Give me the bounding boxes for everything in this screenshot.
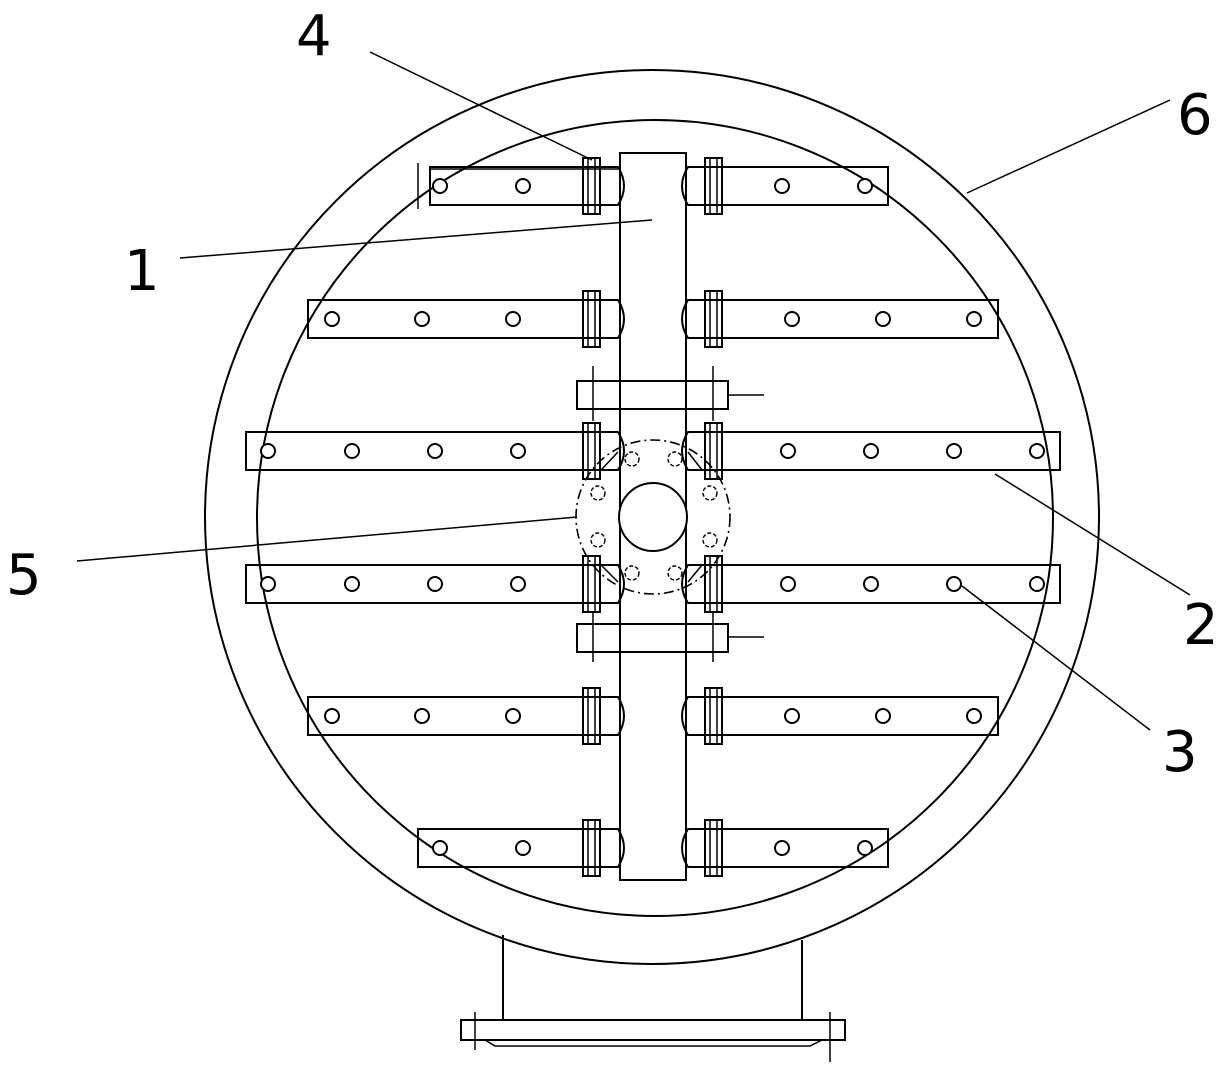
leader-1 — [179, 219, 653, 259]
clamp — [704, 687, 723, 745]
clamp — [582, 157, 601, 215]
left-arm — [245, 564, 625, 604]
left-arm — [245, 431, 625, 471]
mounting-hole — [432, 840, 448, 856]
mounting-hole — [260, 443, 276, 459]
label-3: 3 — [1162, 720, 1198, 785]
left-arm — [307, 696, 625, 736]
arm-row — [307, 290, 999, 348]
inner-ring-circle — [256, 119, 1054, 917]
right-arm — [681, 431, 1061, 471]
clamp — [704, 157, 723, 215]
mounting-hole — [875, 708, 891, 724]
label-1: 1 — [124, 239, 160, 304]
mounting-hole — [324, 708, 340, 724]
mounting-hole — [515, 840, 531, 856]
mounting-hole — [780, 443, 796, 459]
arm-row — [245, 422, 1061, 480]
right-arm — [681, 696, 999, 736]
left-arm — [307, 299, 625, 339]
mounting-hole — [966, 311, 982, 327]
clamp — [704, 290, 723, 348]
mounting-hole — [324, 311, 340, 327]
mounting-hole — [344, 443, 360, 459]
mounting-hole — [875, 311, 891, 327]
label-5: 5 — [6, 543, 42, 608]
label-4: 4 — [296, 4, 332, 69]
mounting-hole — [414, 311, 430, 327]
mounting-hole — [857, 178, 873, 194]
lower-cross-plate — [576, 612, 764, 662]
arm-row — [307, 687, 999, 745]
mounting-hole — [505, 311, 521, 327]
right-arm — [681, 299, 999, 339]
mounting-hole — [774, 178, 790, 194]
outer-housing-circle — [204, 69, 1100, 965]
clamp — [582, 555, 601, 613]
leader-6 — [966, 99, 1171, 194]
mounting-hole — [510, 576, 526, 592]
clamp — [704, 555, 723, 613]
leader-5 — [76, 516, 578, 562]
label-2: 2 — [1183, 593, 1219, 658]
mounting-hole — [510, 443, 526, 459]
leader-3 — [961, 585, 1151, 731]
mounting-hole — [432, 178, 448, 194]
leader-4 — [369, 51, 593, 161]
mounting-hole — [863, 443, 879, 459]
mounting-hole — [784, 311, 800, 327]
clamp — [582, 422, 601, 480]
mounting-hole — [427, 443, 443, 459]
mounting-hole — [344, 576, 360, 592]
mounting-hole — [857, 840, 873, 856]
mounting-hole — [780, 576, 796, 592]
mounting-hole — [774, 840, 790, 856]
mounting-hole — [1029, 576, 1045, 592]
mounting-hole — [784, 708, 800, 724]
arm-row — [245, 555, 1061, 613]
left-arm — [429, 166, 625, 206]
mounting-hole — [505, 708, 521, 724]
mounting-hole — [260, 576, 276, 592]
arm-row — [429, 157, 889, 215]
left-arm — [417, 828, 625, 868]
clamp — [704, 819, 723, 877]
clamp — [582, 290, 601, 348]
label-6: 6 — [1177, 83, 1213, 148]
mounting-hole — [427, 576, 443, 592]
clamp — [704, 422, 723, 480]
mounting-hole — [515, 178, 531, 194]
center-hub — [575, 439, 731, 595]
right-arm — [681, 564, 1061, 604]
leader-2 — [994, 473, 1191, 596]
right-arm — [681, 828, 889, 868]
mounting-hole — [863, 576, 879, 592]
center-hole — [618, 482, 688, 552]
mounting-hole — [1029, 443, 1045, 459]
arm-row — [417, 819, 889, 877]
clamp — [582, 819, 601, 877]
clamp — [582, 687, 601, 745]
mounting-hole — [414, 708, 430, 724]
upper-cross-plate — [576, 366, 764, 421]
mounting-hole — [946, 443, 962, 459]
mounting-hole — [946, 576, 962, 592]
right-arm — [681, 166, 889, 206]
bottom-support — [460, 935, 846, 1062]
arm-group — [245, 157, 1061, 877]
mounting-hole — [966, 708, 982, 724]
